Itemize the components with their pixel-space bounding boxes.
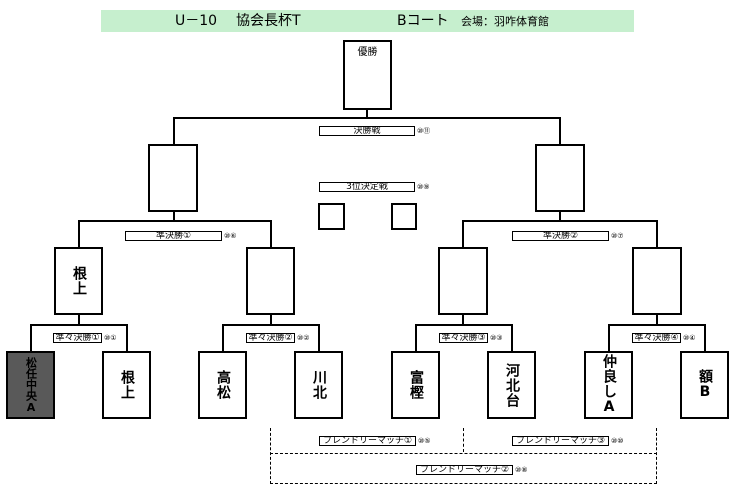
quarterfinal-2-marker: ⑩② xyxy=(297,334,310,342)
quarterfinal-2-connector xyxy=(270,314,272,325)
team-name-2: 根上 xyxy=(119,370,135,400)
semifinal-2-marker: ⑩⑦ xyxy=(611,232,624,240)
third-place-right-box xyxy=(391,203,417,230)
friendly-2-marker: ⑩⑧ xyxy=(515,466,528,474)
quarterfinal-3-line xyxy=(415,324,513,326)
team-name-4: 川北 xyxy=(311,370,327,400)
friendly-right-dash xyxy=(656,428,657,484)
semifinal-1-label: 準決勝① xyxy=(125,231,222,241)
team-name-5: 富樫 xyxy=(408,370,424,400)
team-box-6: 河北台 xyxy=(487,351,536,419)
third-place-marker: ⑩⑨ xyxy=(417,183,430,191)
semifinal-left-drop-a xyxy=(78,220,80,248)
quarterfinal-4-connector xyxy=(656,314,658,325)
friendly-3-marker: ⑩⑩ xyxy=(611,437,624,445)
header-title: U－10 xyxy=(175,13,218,29)
header-banner: U－10 協会長杯T Bコート 会場：羽咋体育館 xyxy=(101,10,634,32)
quarterfinal-4-label: 準々決勝④ xyxy=(632,333,681,343)
friendly-1-marker: ⑩⑤ xyxy=(418,437,431,445)
team-name-8: 額B xyxy=(697,369,713,401)
champion-box: 優勝 xyxy=(343,40,392,110)
quarterfinal-2-label: 準々決勝② xyxy=(246,333,295,343)
semifinal-right-drop-b xyxy=(656,220,658,248)
friendly-1-label: フレンドリーマッチ① xyxy=(319,436,416,446)
quarterfinal-1-connector xyxy=(78,314,80,325)
final-marker: ⑩⑪ xyxy=(417,127,431,135)
team-box-1: 松任中央A xyxy=(6,351,55,419)
team-name-6: 河北台 xyxy=(504,362,520,408)
team-box-2: 根上 xyxy=(102,351,151,419)
team-box-3: 高松 xyxy=(198,351,247,419)
quarterfinal-4-marker: ⑩④ xyxy=(683,334,696,342)
semifinal-right-connector xyxy=(559,211,561,221)
quarterfinal-1-winner-name: 根上 xyxy=(71,266,87,296)
third-place-label: 3位決定戦 xyxy=(319,182,415,192)
semifinal-left-connector xyxy=(173,211,175,221)
quarterfinal-1-marker: ⑩① xyxy=(104,334,117,342)
third-place-left-box xyxy=(318,203,345,230)
final-label: 決勝戦 xyxy=(319,126,415,136)
champion-label: 優勝 xyxy=(357,47,378,58)
team-name-7: 仲良しA xyxy=(601,354,617,416)
quarterfinal-4-drop-b xyxy=(704,324,706,352)
quarterfinal-3-winner-box xyxy=(438,247,488,315)
quarterfinal-2-drop-b xyxy=(318,324,320,352)
team-name-3: 高松 xyxy=(215,370,231,400)
friendly-lower-line xyxy=(270,483,657,484)
quarterfinal-2-line xyxy=(222,324,320,326)
final-right-drop xyxy=(559,117,561,145)
team-box-8: 額B xyxy=(680,351,729,419)
team-name-1: 松任中央A xyxy=(24,356,38,414)
quarterfinal-1-line xyxy=(30,324,128,326)
final-left-drop xyxy=(173,117,175,145)
quarterfinal-3-label: 準々決勝③ xyxy=(439,333,488,343)
team-box-7: 仲良しA xyxy=(584,351,633,419)
quarterfinal-1-label: 準々決勝① xyxy=(53,333,102,343)
friendly-2-label: フレンドリーマッチ② xyxy=(416,465,513,475)
quarterfinal-2-winner-box xyxy=(246,247,295,315)
finalist-left-box xyxy=(148,144,198,212)
quarterfinal-1-drop-a xyxy=(30,324,32,352)
quarterfinal-4-drop-a xyxy=(608,324,610,352)
friendly-left-dash xyxy=(270,428,271,484)
team-box-4: 川北 xyxy=(294,351,343,419)
quarterfinal-3-marker: ⑩③ xyxy=(490,334,503,342)
semifinal-right-drop-a xyxy=(462,220,464,248)
friendly-3-label: フレンドリーマッチ③ xyxy=(512,436,609,446)
header-venue: 会場：羽咋体育館 xyxy=(461,15,549,28)
quarterfinal-2-drop-a xyxy=(222,324,224,352)
quarterfinal-4-line xyxy=(608,324,706,326)
header-event: 協会長杯T xyxy=(236,13,301,29)
semifinal-right-line xyxy=(462,220,658,222)
finalist-right-box xyxy=(535,144,585,212)
semifinal-2-label: 準決勝② xyxy=(512,231,609,241)
semifinal-left-drop-b xyxy=(270,220,272,248)
semifinal-1-marker: ⑩⑥ xyxy=(224,232,237,240)
quarterfinal-3-drop-b xyxy=(511,324,513,352)
final-connector xyxy=(366,109,368,118)
semifinal-left-line xyxy=(78,220,272,222)
quarterfinal-3-drop-a xyxy=(415,324,417,352)
quarterfinal-1-winner-box: 根上 xyxy=(54,247,103,315)
team-box-5: 富樫 xyxy=(391,351,440,419)
final-line xyxy=(173,117,561,119)
quarterfinal-1-drop-b xyxy=(126,324,128,352)
quarterfinal-3-connector xyxy=(462,314,464,325)
header-court: Bコート xyxy=(397,13,449,29)
friendly-mid-dash xyxy=(463,428,464,452)
friendly-upper-line xyxy=(270,453,657,454)
quarterfinal-4-winner-box xyxy=(632,247,682,315)
